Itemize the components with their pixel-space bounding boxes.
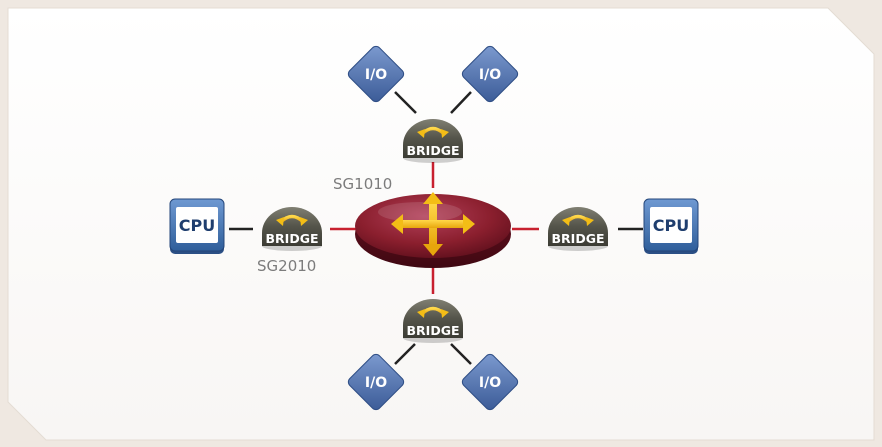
io-node-top-right: I/O — [461, 45, 519, 103]
connections — [229, 91, 643, 365]
cpu-node-left: CPU — [169, 198, 225, 254]
bridge-top: BRIDGE — [403, 119, 463, 163]
cpu-label: CPU — [653, 216, 689, 235]
bridge-label: BRIDGE — [407, 143, 460, 158]
io-node-bottom-right: I/O — [461, 353, 519, 411]
io-node-top-left: I/O — [347, 45, 405, 103]
io-label: I/O — [479, 67, 501, 83]
io-label: I/O — [479, 375, 501, 391]
bridge-right: BRIDGE — [548, 207, 608, 251]
bridge-left: BRIDGE — [262, 207, 322, 251]
hub-caption: SG1010 — [333, 175, 392, 193]
cpu-label: CPU — [179, 216, 215, 235]
bridge-caption: SG2010 — [257, 257, 316, 275]
bridge-bottom: BRIDGE — [403, 299, 463, 343]
io-label: I/O — [365, 375, 387, 391]
router-hub — [355, 192, 511, 268]
bridge-label: BRIDGE — [407, 323, 460, 338]
cpu-node-right: CPU — [643, 198, 699, 254]
io-label: I/O — [365, 67, 387, 83]
bridge-label: BRIDGE — [266, 231, 319, 246]
io-node-bottom-left: I/O — [347, 353, 405, 411]
bridge-label: BRIDGE — [552, 231, 605, 246]
four-way-arrows-icon — [391, 192, 475, 256]
